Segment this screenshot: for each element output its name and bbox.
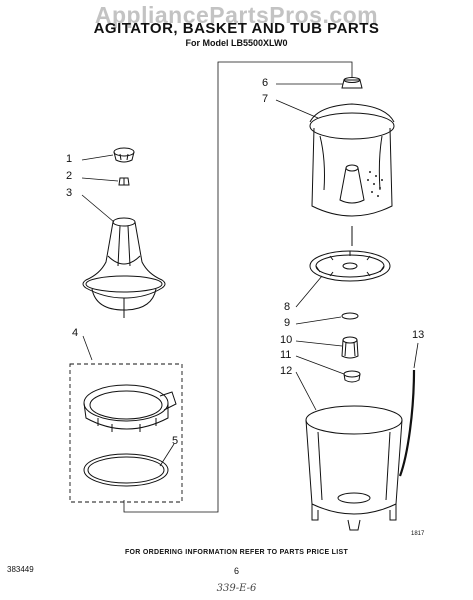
callout-2: 2 (66, 170, 73, 182)
agitator-cap (113, 147, 135, 163)
callout-9: 9 (284, 317, 291, 329)
page-number: 6 (233, 566, 239, 576)
agitator (82, 217, 166, 318)
drawing-code: 1817 (411, 531, 425, 537)
callout-13: 13 (412, 329, 425, 341)
basket (309, 103, 395, 217)
callout-6: 6 (262, 77, 269, 89)
seal-ring (83, 453, 169, 487)
agitator-nut (118, 177, 130, 186)
spin-disk (309, 250, 391, 282)
watermark-text: AppliancePartsPros.com (94, 2, 379, 28)
callout-12: 12 (280, 365, 293, 377)
callout-4: 4 (72, 327, 79, 339)
callout-7: 7 (262, 93, 269, 105)
model-line: For Model LB5500XLW0 (185, 38, 288, 48)
callout-10: 10 (280, 334, 293, 346)
handwritten-note: 339-E-6 (216, 583, 257, 594)
document-code: 383449 (7, 565, 34, 574)
clutch-hub (341, 336, 359, 359)
callout-3: 3 (66, 187, 73, 199)
tub (305, 405, 403, 531)
leader-lines (81, 83, 419, 467)
drain-hose (398, 369, 416, 477)
callout-5: 5 (172, 435, 179, 447)
diagram-title: AGITATOR, BASKET AND TUB PARTS (93, 20, 380, 37)
callout-11: 11 (280, 349, 292, 361)
callout-8: 8 (284, 301, 291, 313)
basket-hub-nut (341, 77, 363, 89)
assembly-connector-line (123, 61, 353, 513)
hub-nut (343, 370, 361, 383)
ordering-note: FOR ORDERING INFORMATION REFER TO PARTS … (124, 549, 349, 556)
o-ring (341, 312, 359, 320)
callout-1: 1 (66, 153, 73, 165)
assembly-group-box (69, 363, 183, 503)
drive-ring (83, 384, 177, 432)
